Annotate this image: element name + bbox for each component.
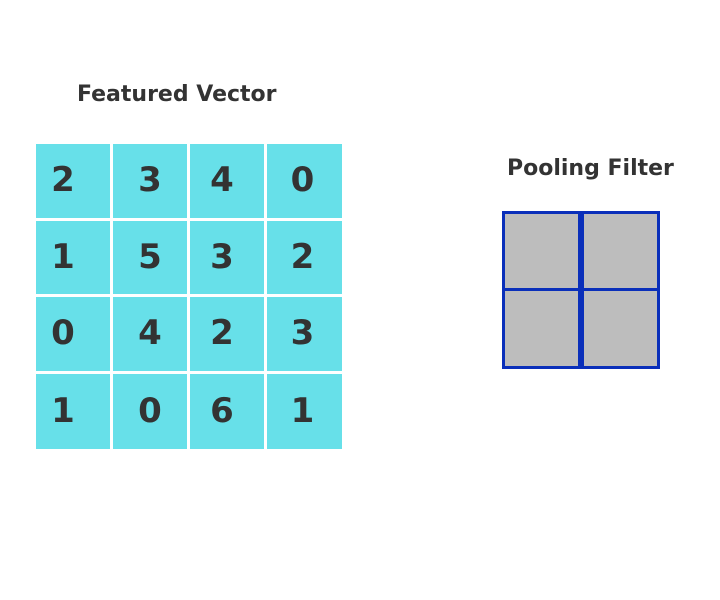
matrix-cell: 4 — [113, 297, 187, 371]
filter-cell — [505, 291, 578, 366]
matrix-cell: 1 — [36, 374, 110, 449]
matrix-cell: 3 — [267, 297, 342, 371]
pooling-filter-title: Pooling Filter — [507, 156, 674, 181]
matrix-cell: 2 — [267, 221, 342, 294]
feature-vector-title: Featured Vector — [77, 82, 277, 107]
pooling-filter-grid — [502, 211, 660, 369]
matrix-cell: 3 — [190, 221, 264, 294]
matrix-cell: 1 — [267, 374, 342, 449]
filter-cell — [505, 214, 578, 288]
matrix-cell: 4 — [190, 144, 264, 218]
matrix-cell: 2 — [190, 297, 264, 371]
matrix-cell: 0 — [267, 144, 342, 218]
filter-cell — [584, 291, 657, 366]
matrix-cell: 3 — [113, 144, 187, 218]
matrix-cell: 0 — [113, 374, 187, 449]
matrix-cell: 1 — [36, 221, 110, 294]
matrix-cell: 6 — [190, 374, 264, 449]
matrix-cell: 0 — [36, 297, 110, 371]
matrix-cell: 5 — [113, 221, 187, 294]
filter-cell — [584, 214, 657, 288]
matrix-cell: 2 — [36, 144, 110, 218]
